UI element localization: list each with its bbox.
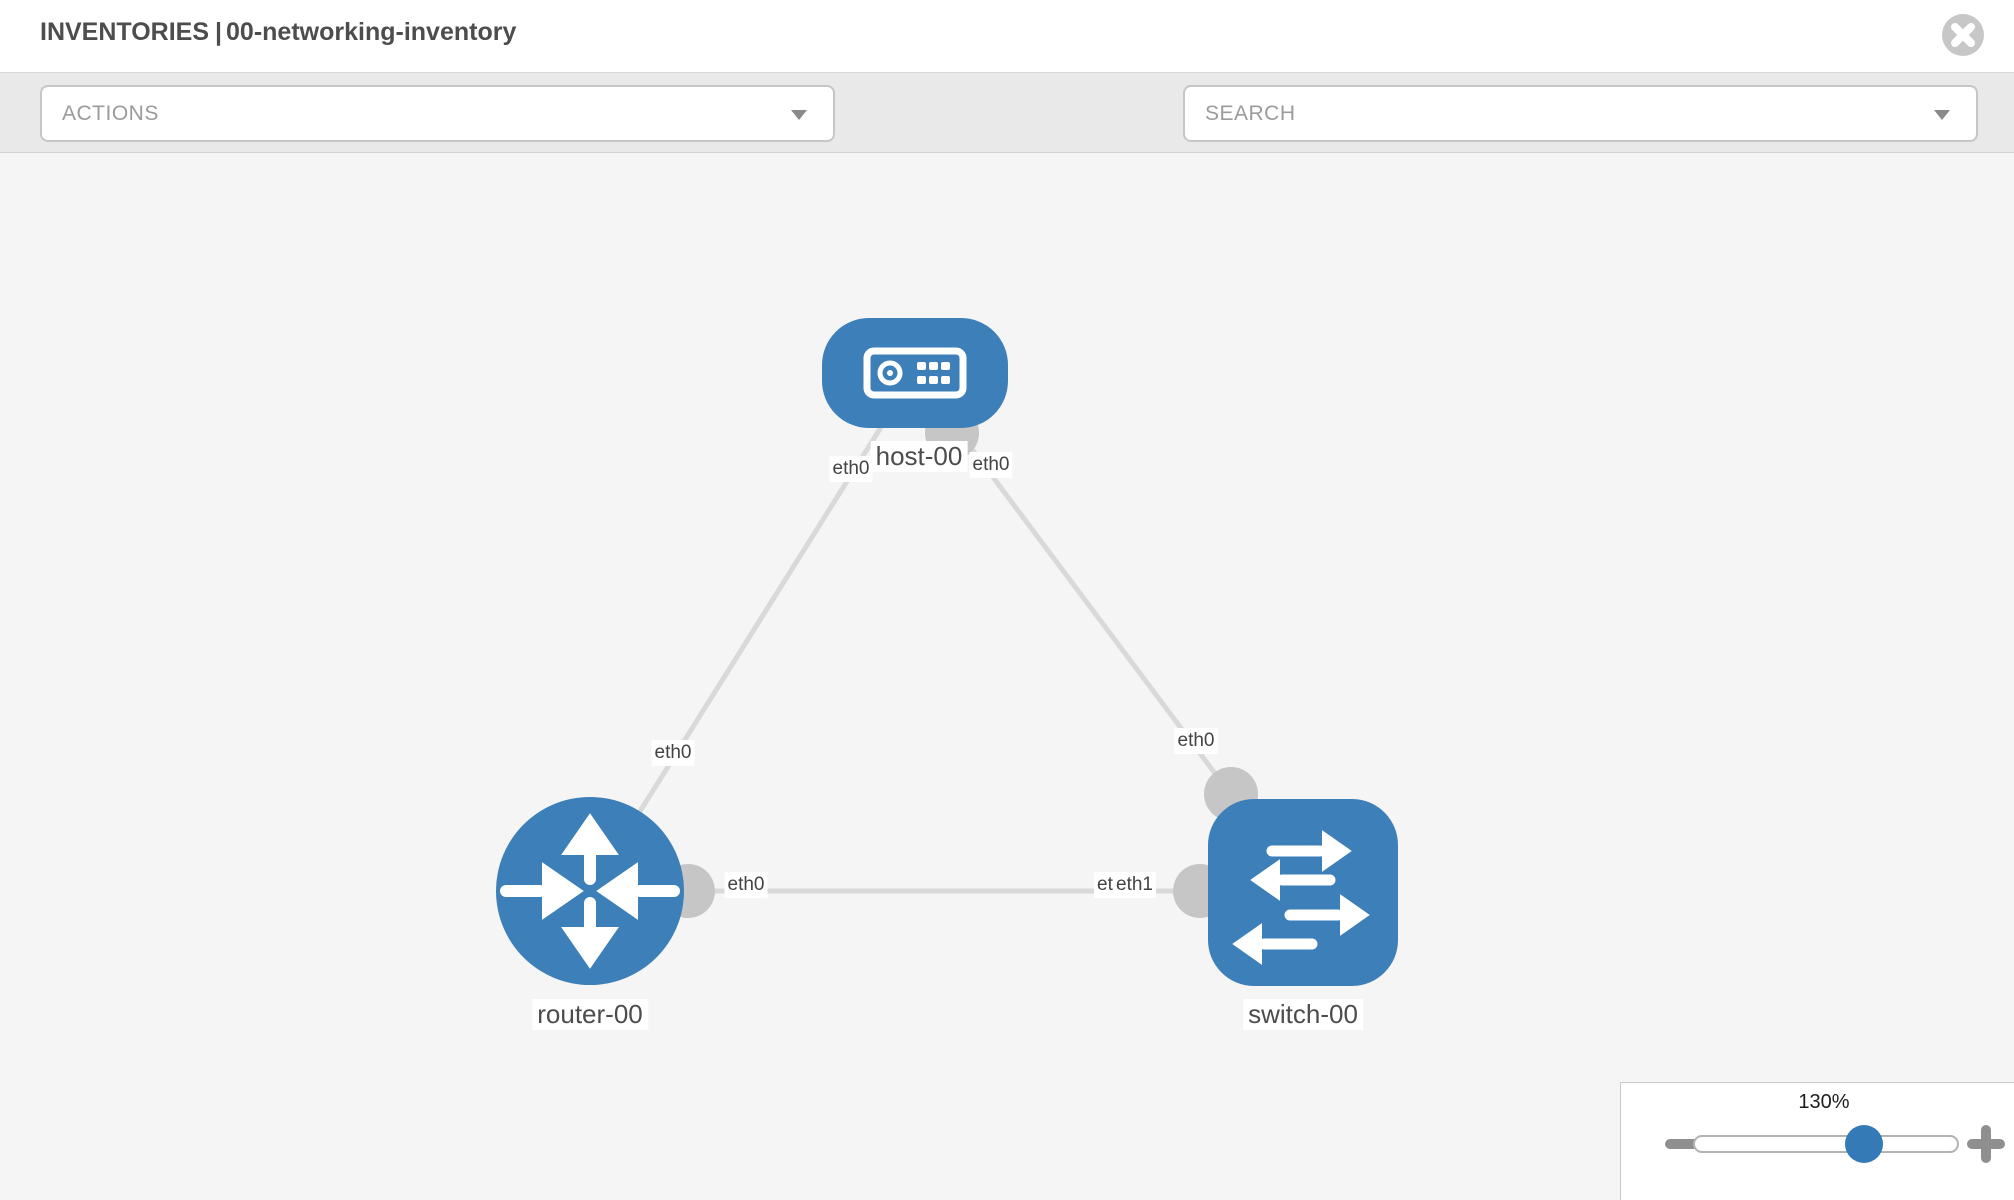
node-label-switch[interactable]: switch-00 (1243, 999, 1363, 1030)
actions-dropdown-label: ACTIONS (62, 101, 159, 125)
page-title: INVENTORIES|00-networking-inventory (40, 18, 524, 47)
zoom-in-button[interactable] (1967, 1125, 2005, 1163)
actions-dropdown[interactable]: ACTIONS (40, 85, 835, 142)
iface-label-switch-top: eth0 (1174, 728, 1218, 754)
search-dropdown-label: SEARCH (1205, 101, 1296, 125)
switch-arrows-icon (1232, 830, 1370, 965)
zoom-slider-thumb[interactable] (1845, 1125, 1883, 1163)
router-arrows-icon (500, 813, 680, 969)
close-icon (1942, 14, 1984, 56)
breadcrumb-separator: | (215, 18, 223, 46)
toolbar: ACTIONS SEARCH (0, 73, 2014, 210)
node-label-host[interactable]: host-00 (870, 441, 968, 472)
iface-label-router-host-link: eth0 (651, 740, 695, 766)
breadcrumb-section: INVENTORIES (40, 18, 210, 46)
iface-label-host-right: eth0 (969, 452, 1013, 478)
node-label-router[interactable]: router-00 (532, 999, 648, 1030)
chevron-down-icon (1934, 109, 1950, 120)
close-button[interactable] (1941, 13, 1985, 57)
iface-label-router-right: eth0 (724, 872, 768, 898)
server-icon (863, 347, 967, 399)
node-switch[interactable] (1208, 799, 1398, 986)
port-circles (661, 406, 1258, 918)
node-router[interactable] (496, 797, 684, 985)
zoom-slider-track[interactable] (1693, 1135, 1959, 1153)
topology-graph (496, 318, 1398, 986)
inventory-name: 00-networking-inventory (226, 18, 517, 46)
iface-label-host-left: eth0 (829, 456, 873, 482)
zoom-level-text: 130% (1798, 1091, 1850, 1113)
node-host[interactable] (822, 318, 1008, 428)
iface-label-switch-left: eth1 (1113, 872, 1156, 898)
header-bar: INVENTORIES|00-networking-inventory (0, 0, 2014, 73)
chevron-down-icon (791, 109, 807, 120)
zoom-out-button[interactable] (1665, 1139, 1705, 1149)
zoom-control-panel: 130% (1620, 1082, 2014, 1200)
search-dropdown[interactable]: SEARCH (1183, 85, 1978, 142)
topology-canvas[interactable]: host-00 router-00 switch-00 eth0 eth0 et… (0, 153, 2014, 1200)
